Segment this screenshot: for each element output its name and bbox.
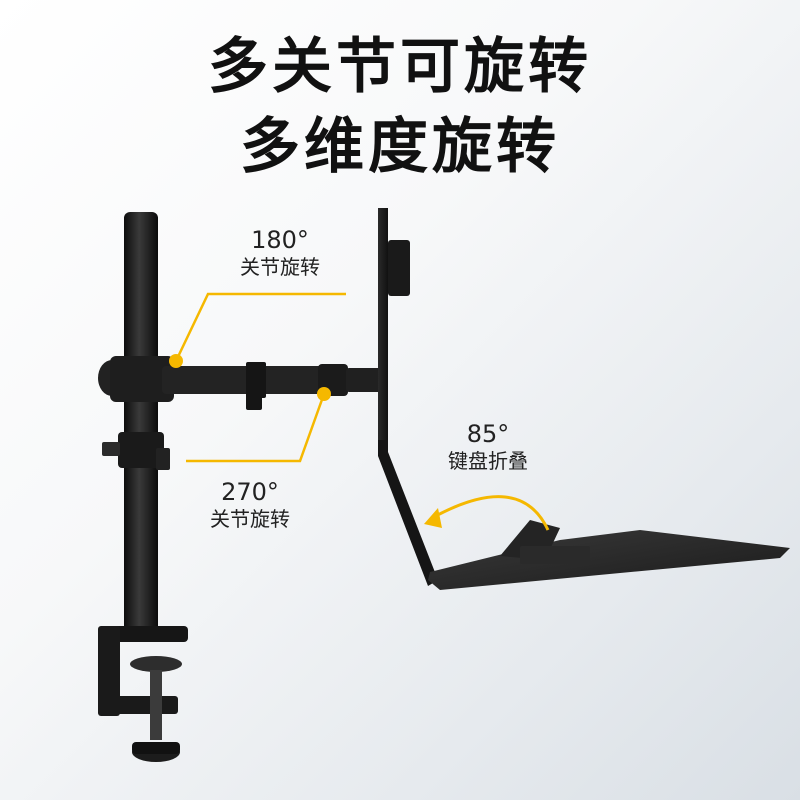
vesa-plate <box>378 208 388 442</box>
annotation-85-label: 键盘折叠 <box>448 449 528 473</box>
annotation-180: 180° 关节旋转 <box>220 226 340 280</box>
pivot-block <box>110 356 174 402</box>
vesa-mount <box>388 240 410 296</box>
rotation-arrow-icon <box>431 495 550 531</box>
clamp-top-plate <box>100 626 188 642</box>
headline-line-2: 多维度旋转 <box>240 112 560 182</box>
annotation-270: 270° 关节旋转 <box>190 478 310 532</box>
clamp-screw <box>150 670 162 740</box>
leader-line-180 <box>174 292 346 362</box>
annotation-270-degree: 270° <box>221 478 279 506</box>
arm-clamp <box>246 362 266 398</box>
headline-line-1: 多关节可旋转 <box>208 32 592 102</box>
annotation-85-degree: 85° <box>466 420 510 448</box>
annotation-270-label: 关节旋转 <box>210 507 290 531</box>
annotation-180-label: 关节旋转 <box>240 255 320 279</box>
bent-bracket <box>378 440 438 586</box>
pole <box>124 212 158 632</box>
arm-neck <box>346 368 382 392</box>
clamp-frame <box>98 626 120 716</box>
tray-base <box>520 546 590 564</box>
collar-clip <box>156 448 170 470</box>
collar-screw <box>102 442 120 456</box>
keyboard-tray <box>428 530 790 590</box>
rotation-arrow-head <box>424 508 442 528</box>
pole-collar <box>118 432 164 468</box>
clamp-knob-body <box>132 742 180 754</box>
clamp-pad <box>130 656 182 672</box>
annotation-180-degree: 180° <box>251 226 309 254</box>
arm-cable-clip <box>246 394 262 410</box>
annotation-85: 85° 键盘折叠 <box>428 420 548 474</box>
clamp-bottom-plate <box>98 696 178 714</box>
leader-line-270 <box>186 393 326 463</box>
